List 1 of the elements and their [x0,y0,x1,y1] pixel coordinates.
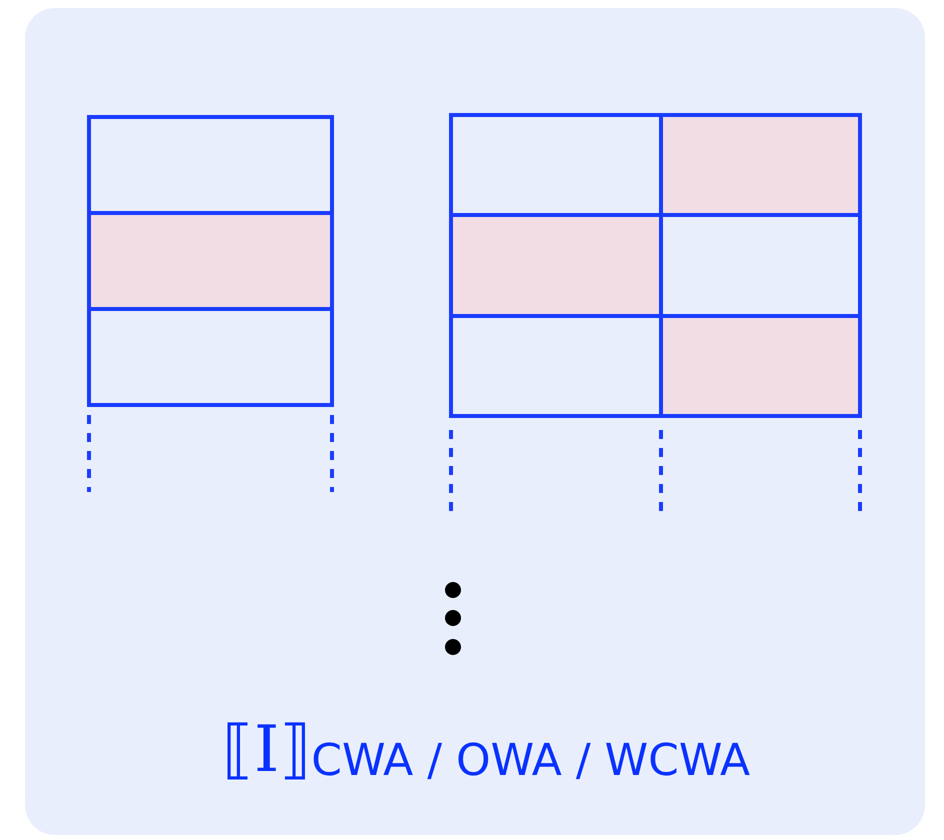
formula-label: ⟦I⟧$_{CWA / OWA / WCWA}$ [222,718,750,783]
